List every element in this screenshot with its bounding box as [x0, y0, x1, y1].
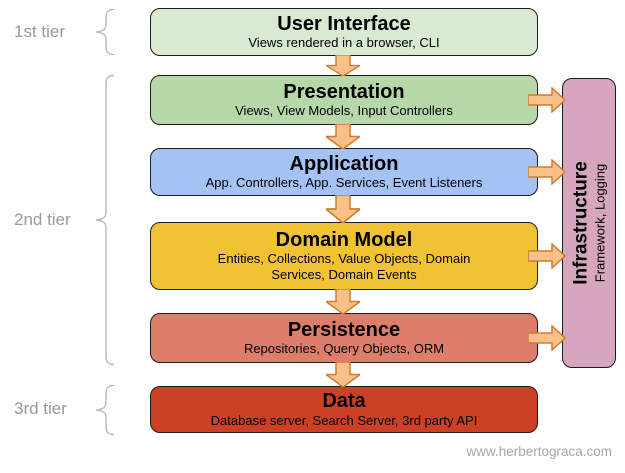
layer-subtitle: Views rendered in a browser, CLI: [248, 35, 440, 51]
tier-1-brace-icon: [95, 8, 115, 56]
layer-title: Infrastructure: [570, 161, 592, 285]
right-arrow-icon: [528, 159, 566, 185]
watermark-url: www.herbertograca.com: [466, 444, 612, 459]
tier-2-brace-icon: [95, 74, 115, 366]
down-arrow-icon: [326, 362, 360, 387]
layer-title: Data: [322, 390, 366, 413]
down-arrow-icon: [326, 55, 360, 76]
layer-subtitle: Repositories, Query Objects, ORM: [243, 341, 445, 357]
right-arrow-icon: [528, 243, 566, 269]
layer-application: Application App. Controllers, App. Servi…: [150, 148, 538, 196]
layer-title: Persistence: [287, 318, 401, 341]
tier-3-brace-icon: [95, 384, 115, 436]
layer-infrastructure: Infrastructure Framework, Logging: [562, 78, 616, 368]
layer-domain-model: Domain Model Entities, Collections, Valu…: [150, 222, 538, 290]
tier-3-label: 3rd tier: [14, 399, 67, 418]
layer-title: Application: [289, 152, 399, 175]
layer-title: Domain Model: [275, 228, 413, 251]
tier-1-label: 1st tier: [14, 22, 66, 41]
layer-persistence: Persistence Repositories, Query Objects,…: [150, 313, 538, 363]
layer-title: Presentation: [283, 80, 405, 103]
layer-subtitle: Entities, Collections, Value Objects, Do…: [217, 251, 471, 283]
down-arrow-icon: [326, 289, 360, 314]
right-arrow-icon: [528, 87, 566, 113]
down-arrow-icon: [326, 124, 360, 149]
down-arrow-icon: [326, 195, 360, 223]
layer-subtitle: App. Controllers, App. Services, Event L…: [205, 175, 483, 191]
right-arrow-icon: [528, 325, 566, 351]
layer-presentation: Presentation Views, View Models, Input C…: [150, 75, 538, 125]
layer-user-interface: User Interface Views rendered in a brows…: [150, 8, 538, 56]
layer-title: User Interface: [277, 12, 411, 35]
layer-subtitle: Views, View Models, Input Controllers: [235, 103, 453, 119]
layer-data: Data Database server, Search Server, 3rd…: [150, 386, 538, 433]
infrastructure-rotated-text: Infrastructure Framework, Logging: [570, 78, 607, 368]
tier-2-label: 2nd tier: [14, 210, 71, 229]
layer-subtitle: Database server, Search Server, 3rd part…: [210, 412, 478, 428]
layer-subtitle: Framework, Logging: [592, 163, 608, 283]
